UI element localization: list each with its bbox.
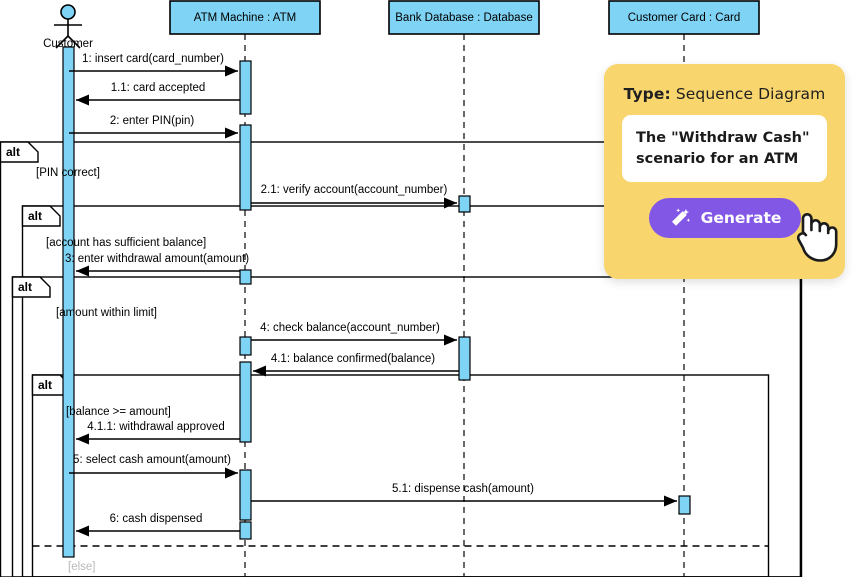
participant-db[interactable] [388,0,540,35]
activation-atm-3 [239,336,252,356]
participant-labels: Customer ATM Machine : ATM Bank Database… [43,12,740,50]
diagram-type-label: Type: [623,85,671,103]
diagram-type-row: Type: Sequence Diagram [622,85,827,103]
activation-bars [62,46,691,558]
generate-panel: Type: Sequence Diagram The "Withdraw Cas… [604,64,845,279]
activation-atm-7 [239,521,252,540]
label-participant-card: Customer Card : Card [628,12,740,24]
prompt-input-text: The "Withdraw Cash" scenario for an ATM [636,130,810,167]
label-msg-2: 2: enter PIN(pin) [110,115,195,127]
fragment-labels: alt alt alt alt [PIN correct] [account h… [6,145,206,573]
activation-atm-5 [239,269,252,285]
message-arrows [69,65,677,537]
activation-db-2 [458,336,471,381]
label-participant-db: Bank Database : Database [395,12,532,24]
activation-atm-6 [239,469,252,521]
participant-customer[interactable] [54,4,82,49]
alt-guard-1: [PIN correct] [36,167,100,179]
label-msg-5: 5: select cash amount(amount) [73,454,231,466]
participant-card[interactable] [608,0,760,35]
diagram-type-value: Sequence Diagram [675,85,826,103]
label-msg-2-1: 2.1: verify account(account_number) [261,184,448,196]
label-msg-1: 1: insert card(card_number) [82,53,224,65]
activation-card-1 [678,495,691,515]
alt-operator-2: alt [28,209,42,223]
label-participant-customer: Customer [43,38,93,50]
label-msg-4-1-1: 4.1.1: withdrawal approved [87,421,224,433]
alt-operator-3: alt [18,280,32,294]
participant-atm[interactable] [169,0,321,35]
generate-button[interactable]: Generate [648,198,801,239]
activation-atm-2 [239,124,252,211]
message-labels: 1: insert card(card_number) 1.1: card ac… [65,53,534,525]
label-msg-4: 4: check balance(account_number) [260,322,440,334]
alt-guard-2: [account has sufficient balance] [46,237,206,249]
alt-fragment-3 [11,276,803,577]
activation-db-1 [458,195,471,213]
label-msg-1-1: 1.1: card accepted [111,82,206,94]
prompt-input[interactable]: The "Withdraw Cash" scenario for an ATM [622,115,827,183]
alt-operator-4: alt [38,378,52,392]
alt-operator-1: alt [6,145,20,159]
alt-fragment-2 [21,205,802,577]
activation-atm-4 [239,361,252,443]
alt-fragment-4 [31,374,770,577]
alt-guard-4: [balance >= amount] [66,406,171,418]
generate-button-row: Generate [622,198,838,262]
alt-else-guard: [else] [68,561,96,573]
activation-atm-1 [239,60,252,115]
alt-guard-3: [amount within limit] [56,307,157,319]
generate-button-label: Generate [700,209,782,228]
magic-wand-icon [668,206,692,230]
actor-head-icon [60,4,76,20]
label-msg-4-1: 4.1: balance confirmed(balance) [271,353,435,365]
label-msg-6: 6: cash dispensed [110,513,203,525]
label-participant-atm: ATM Machine : ATM [194,12,296,24]
activation-customer [62,46,75,558]
label-msg-5-1: 5.1: dispense cash(amount) [392,483,534,495]
label-msg-3: 3: enter withdrawal amount(amount) [65,253,249,265]
